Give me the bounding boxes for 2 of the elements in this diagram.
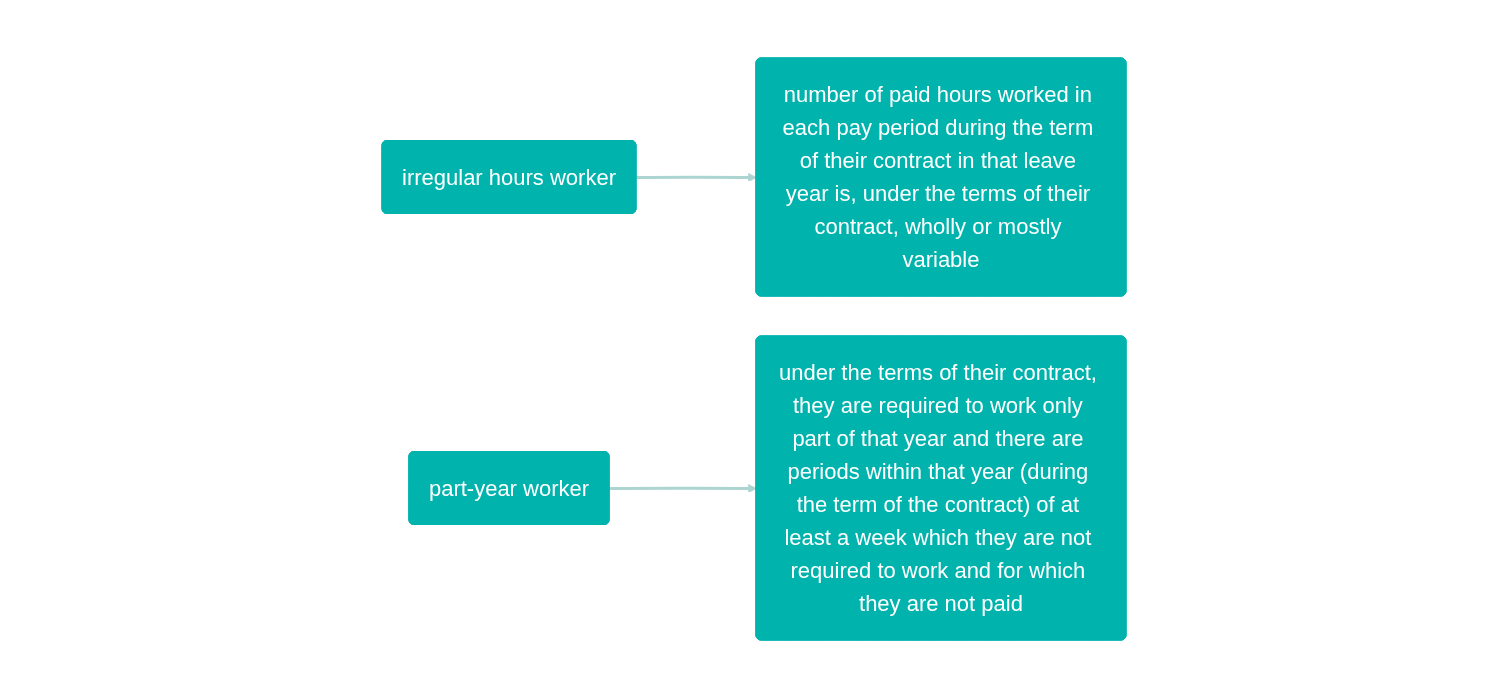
arrow — [609, 484, 757, 493]
arrow — [635, 173, 757, 182]
